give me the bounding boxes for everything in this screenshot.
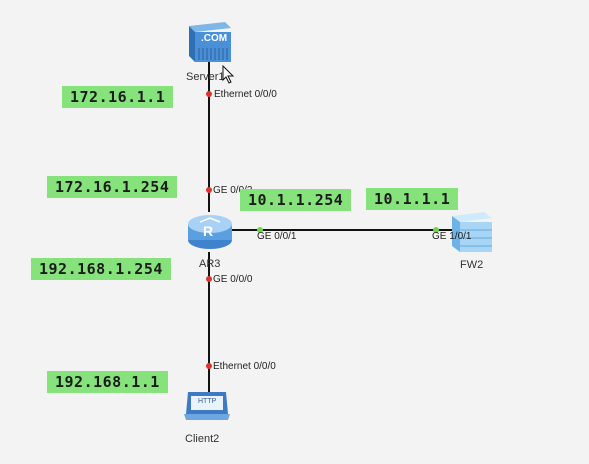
port-dot-router-ge002: [206, 187, 212, 193]
port-dot-client-eth: [206, 363, 212, 369]
firewall-label: FW2: [460, 259, 484, 271]
ip-label-router-ge000: 192.168.1.254: [31, 258, 171, 280]
ip-label-firewall: 10.1.1.1: [366, 188, 459, 210]
server-screen-text: .COM: [201, 33, 228, 44]
port-label-fw-ge101: GE 1/0/1: [432, 231, 472, 242]
port-dot-router-ge000: [206, 276, 212, 282]
router-node[interactable]: R: [186, 210, 234, 252]
port-label-router-ge000: GE 0/0/0: [213, 274, 253, 285]
server-node[interactable]: .COM: [185, 20, 233, 64]
router-label: AR3: [199, 258, 221, 270]
client-screen-text: HTTP: [198, 398, 217, 405]
port-label-router-ge002: GE 0/0/2: [213, 185, 253, 196]
ip-label-client: 192.168.1.1: [47, 371, 168, 393]
router-icon: [188, 215, 232, 249]
client-pc-icon: [184, 392, 230, 420]
ip-label-router-ge002: 172.16.1.254: [47, 176, 178, 198]
router-glyph: R: [203, 223, 214, 239]
port-dot-router-ge001: [257, 227, 263, 233]
client-label: Client2: [185, 433, 220, 445]
port-dot-fw-ge101: [433, 227, 439, 233]
ip-label-router-ge001: 10.1.1.254: [240, 189, 352, 211]
firewall-icon: [452, 212, 492, 252]
firewall-node[interactable]: [448, 210, 494, 254]
ip-label-server: 172.16.1.1: [62, 86, 174, 108]
mouse-cursor-icon: [222, 65, 235, 84]
port-label-client-eth: Ethernet 0/0/0: [213, 361, 276, 372]
port-label-server-eth: Ethernet 0/0/0: [214, 89, 277, 100]
server-icon: [189, 22, 231, 62]
port-dot-server-eth: [206, 91, 212, 97]
client-node[interactable]: HTTP: [182, 388, 232, 422]
port-label-router-ge001: GE 0/0/1: [257, 231, 297, 242]
server-label: Server1: [186, 71, 225, 83]
